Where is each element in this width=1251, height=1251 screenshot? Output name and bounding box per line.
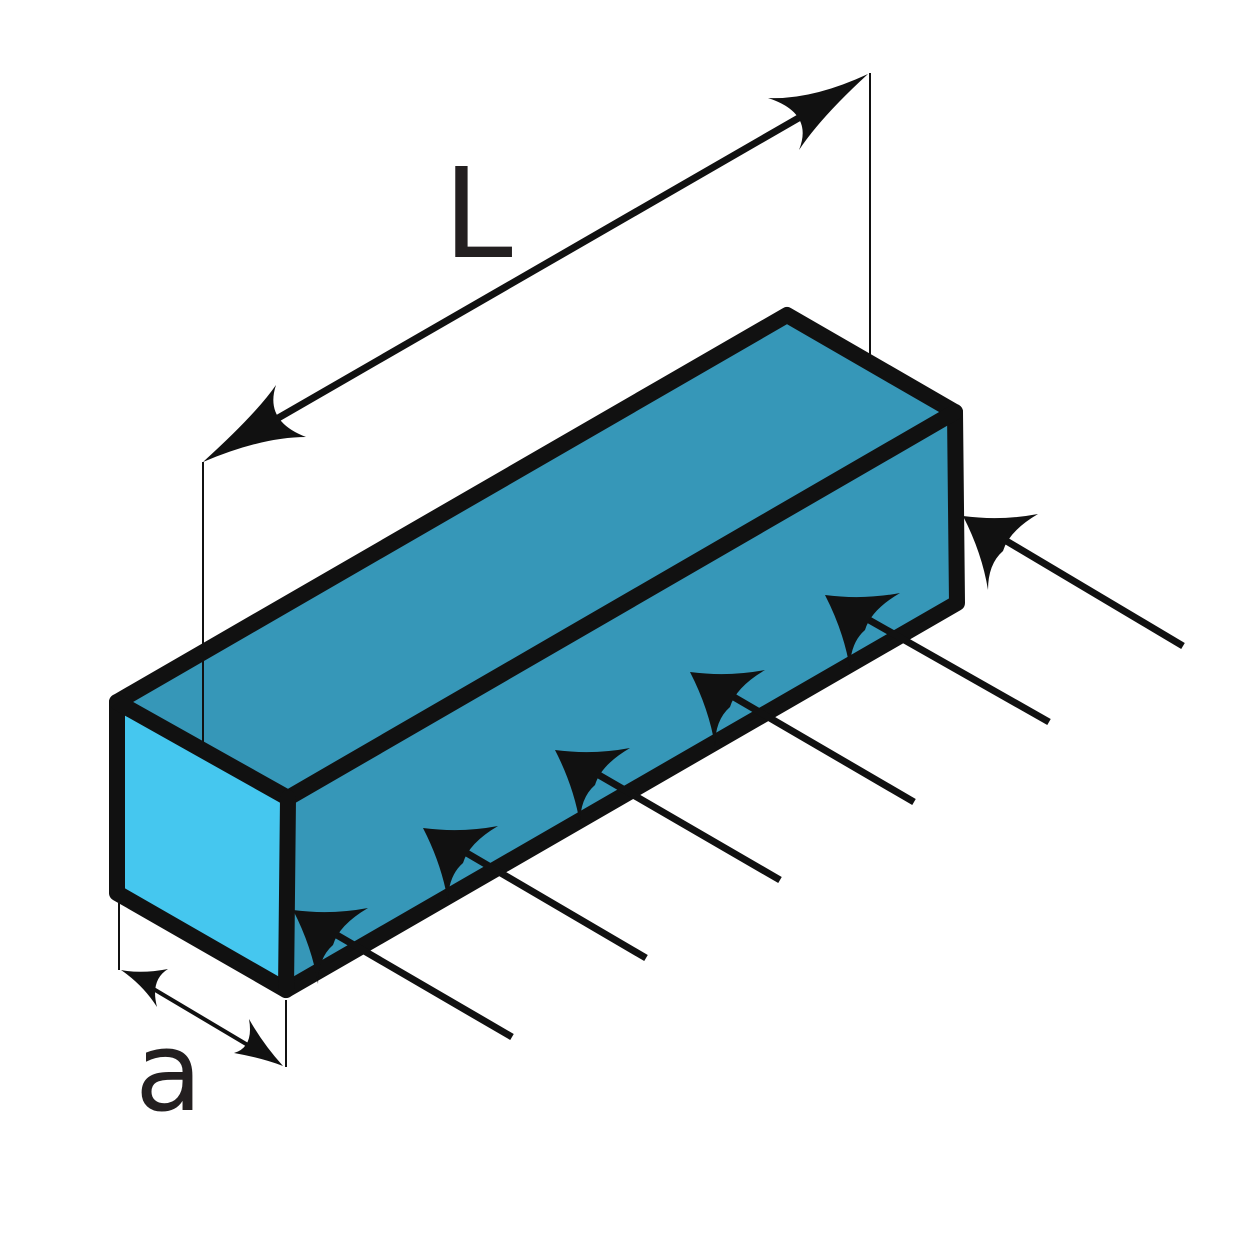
load-arrow-head-icon [825, 593, 900, 669]
load-arrows [293, 514, 1185, 1041]
load-arrow-head-icon [423, 826, 498, 902]
side-arrow-right-icon [234, 1019, 283, 1066]
beam-top-face [117, 315, 955, 798]
beam [109, 307, 965, 998]
length-arrow-left-icon [203, 385, 306, 462]
length-dimension-line [238, 93, 837, 444]
side-arrow-left-icon [121, 969, 168, 1007]
load-arrow-head-icon [963, 514, 1038, 590]
length-label: L [443, 142, 513, 287]
side-dimension: a [118, 903, 287, 1136]
length-arrow-right-icon [768, 74, 868, 150]
load-arrow-shaft [321, 923, 514, 1041]
length-dimension: L [202, 73, 871, 742]
side-label: a [135, 1008, 202, 1136]
side-dimension-line [133, 976, 270, 1059]
load-arrow-head-icon [293, 908, 368, 984]
load-arrow-shaft [583, 763, 782, 884]
load-arrow-shaft [853, 608, 1051, 726]
load-arrow-shaft [451, 841, 648, 962]
load-arrow-shaft [718, 685, 916, 806]
load-arrow-head-icon [555, 748, 630, 824]
beam-outline-vertical-edge [278, 790, 296, 998]
load-arrow-head-icon [690, 670, 765, 746]
load-arrow-shaft [991, 529, 1185, 650]
